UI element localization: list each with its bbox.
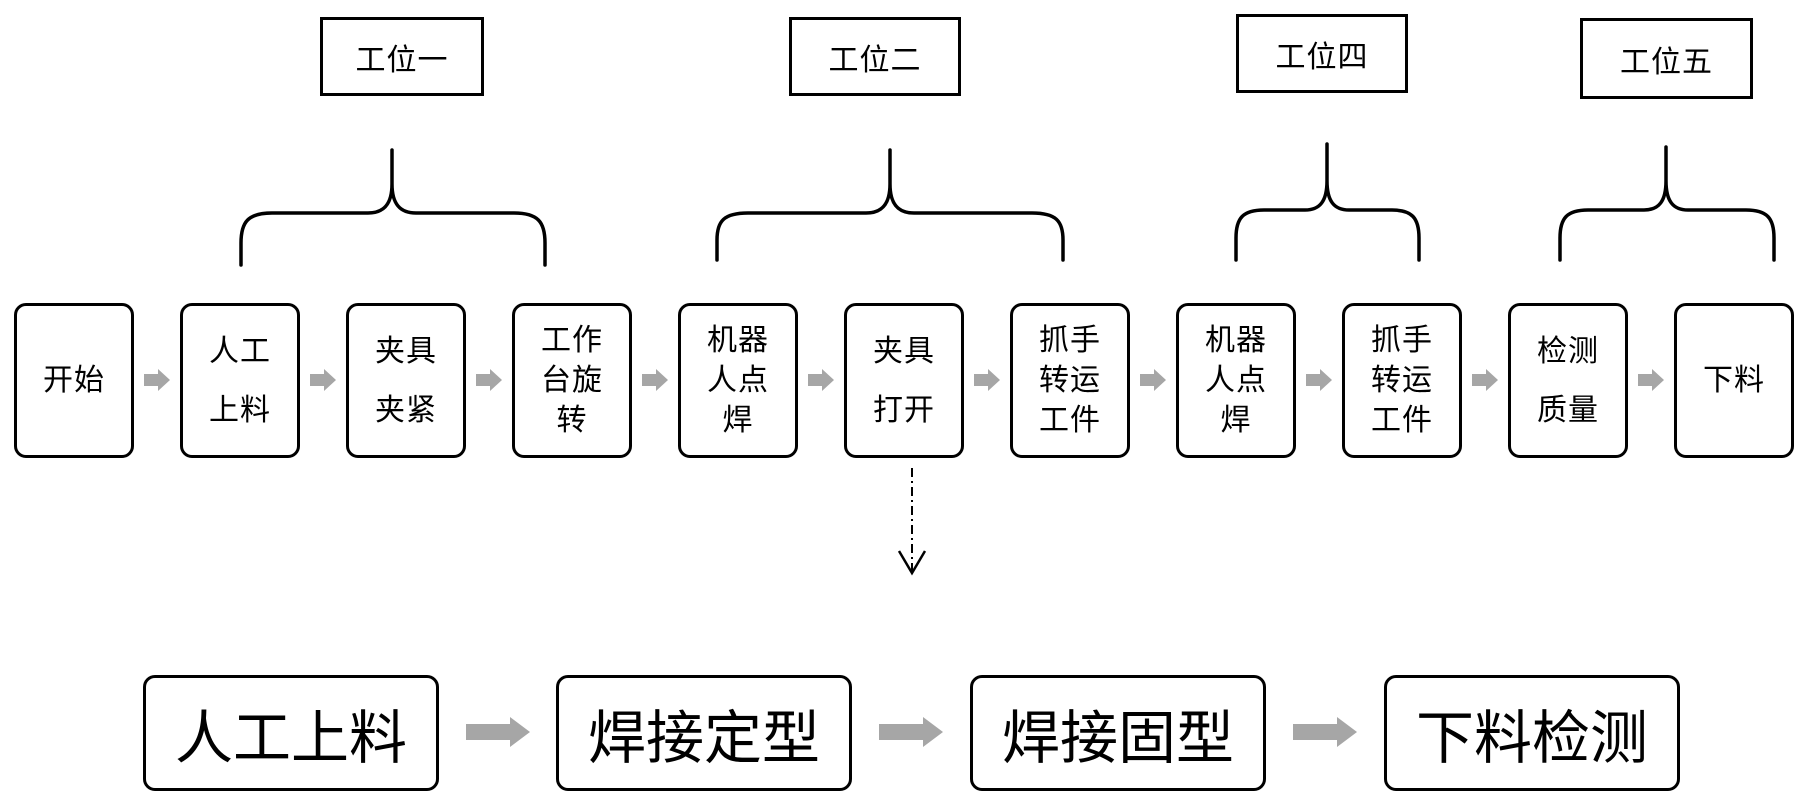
step-label-line: 工作 [541,322,603,358]
flow-arrow-icon [1140,369,1166,391]
step-label-line: 开始 [43,362,105,398]
flow-arrow-icon [476,369,502,391]
step-label-line: 上料 [209,392,271,428]
step-manual-loading: 人工 上料 [180,303,300,458]
step-label-line: 工件 [1371,402,1433,438]
step-label-line: 夹具 [873,333,935,369]
step-label-line: 工件 [1039,402,1101,438]
station-box-1: 工位一 [320,17,484,96]
step-label-line: 台旋 [541,362,603,398]
step-label-line: 质量 [1537,392,1599,428]
step-label-line: 下料 [1703,362,1765,398]
flow-arrow-icon [642,369,668,391]
step-label-line: 检测 [1537,333,1599,369]
stage-manual-loading: 人工上料 [143,675,439,791]
step-fixture-clamp: 夹具 夹紧 [346,303,466,458]
step-quality-inspection: 检测 质量 [1508,303,1628,458]
station-label: 工位二 [828,42,922,78]
station-box-2: 工位二 [789,17,961,96]
step-label-line: 打开 [873,392,935,428]
flow-arrow-icon [1306,369,1332,391]
stage-weld-fixing: 焊接固型 [970,675,1266,791]
step-label-line: 夹具 [375,333,437,369]
stage-label: 下料检测 [1415,704,1648,772]
brace-station-1 [239,148,547,267]
station-label: 工位一 [355,42,449,78]
step-unloading: 下料 [1674,303,1794,458]
brace-station-2 [715,148,1065,262]
step-label-line: 机器 [707,322,769,358]
stage-arrow-icon [466,717,530,747]
step-label-line: 焊 [722,402,754,438]
open-arrowhead-icon [897,550,927,576]
station-box-5: 工位五 [1580,18,1753,99]
step-label-line: 抓手 [1371,322,1433,358]
step-label-line: 焊 [1220,402,1252,438]
step-label-line: 人工 [209,333,271,369]
step-label-line: 人点 [1205,362,1267,398]
stage-unload-inspect: 下料检测 [1384,675,1680,791]
stage-weld-positioning: 焊接定型 [556,675,852,791]
brace-station-4 [1234,142,1421,262]
step-label-line: 抓手 [1039,322,1101,358]
flow-arrow-icon [974,369,1000,391]
brace-station-5 [1558,145,1776,262]
flow-arrow-icon [1638,369,1664,391]
stage-arrow-icon [1293,717,1357,747]
flow-arrow-icon [310,369,336,391]
flow-arrow-icon [808,369,834,391]
step-label-line: 转 [556,402,588,438]
step-label-line: 转运 [1371,362,1433,398]
station-box-4: 工位四 [1236,14,1408,93]
station-label: 工位四 [1275,39,1369,75]
flow-arrow-icon [144,369,170,391]
step-fixture-open: 夹具 打开 [844,303,964,458]
stage-label: 焊接固型 [1001,704,1234,772]
step-robot-spot-weld-2: 机器 人点 焊 [1176,303,1296,458]
step-gripper-transfer-2: 抓手 转运 工件 [1342,303,1462,458]
step-gripper-transfer-1: 抓手 转运 工件 [1010,303,1130,458]
stage-label: 人工上料 [174,704,407,772]
flow-arrow-icon [1472,369,1498,391]
stage-label: 焊接定型 [587,704,820,772]
step-label-line: 转运 [1039,362,1101,398]
station-label: 工位五 [1620,44,1713,80]
step-label-line: 机器 [1205,322,1267,358]
step-robot-spot-weld-1: 机器 人点 焊 [678,303,798,458]
step-start: 开始 [14,303,134,458]
step-label-line: 人点 [707,362,769,398]
step-label-line: 夹紧 [375,392,437,428]
step-table-rotate: 工作 台旋 转 [512,303,632,458]
stage-arrow-icon [879,717,943,747]
